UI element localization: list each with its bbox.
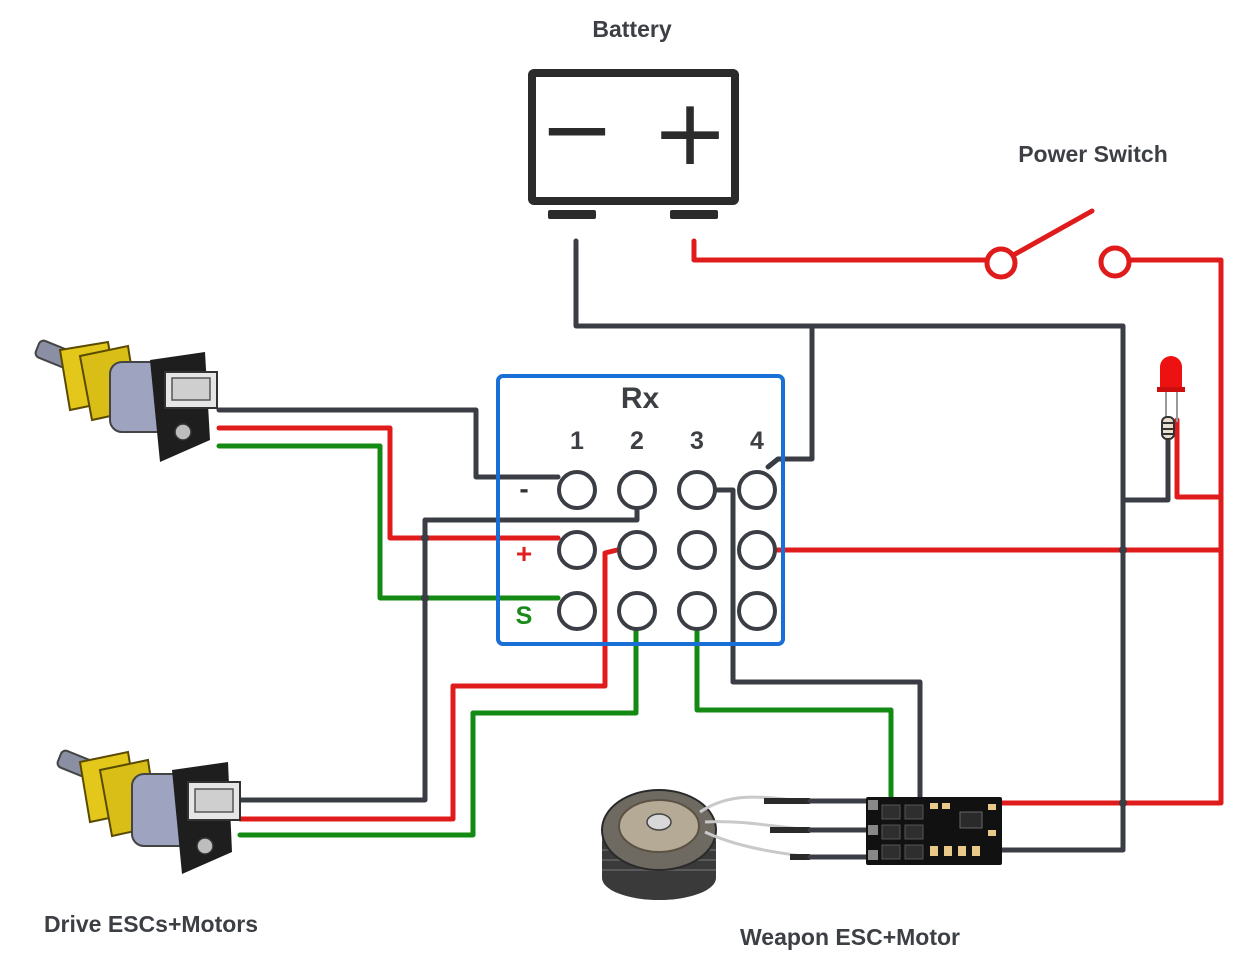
rx-pin-2-signal xyxy=(617,591,657,631)
receiver-module: Rx 1 2 3 4 - + S xyxy=(496,374,785,646)
receiver-label: Rx xyxy=(621,382,660,415)
drive-motor-top-icon xyxy=(34,339,218,462)
battery-icon: − + xyxy=(528,69,739,219)
rx-pin-3-ground xyxy=(677,470,717,510)
wire-junctions xyxy=(421,534,1127,807)
rx-pin-1-power xyxy=(557,530,597,570)
ground-wires xyxy=(216,238,1171,853)
rx-pin-1-ground xyxy=(557,470,597,510)
channel-label-2: 2 xyxy=(630,427,644,455)
rx-pin-3-signal xyxy=(677,591,717,631)
rx-pin-4-signal xyxy=(737,591,777,631)
weapon-esc-label: Weapon ESC+Motor xyxy=(740,924,960,950)
resistor-icon xyxy=(1161,416,1175,440)
channel-label-1: 1 xyxy=(570,427,584,455)
weapon-esc-board-icon xyxy=(866,797,1002,865)
led-icon xyxy=(1157,356,1185,422)
weapon-motor-wires xyxy=(807,798,871,860)
rx-pin-4-ground xyxy=(737,470,777,510)
rx-pin-2-ground xyxy=(617,470,657,510)
rx-pin-3-power xyxy=(677,530,717,570)
row-label-signal: S xyxy=(516,602,533,630)
battery-plus-symbol: + xyxy=(651,79,728,186)
channel-label-4: 4 xyxy=(750,427,764,455)
rx-pin-1-signal xyxy=(557,591,597,631)
battery-minus-symbol: − xyxy=(539,77,614,182)
weapon-motor-icon xyxy=(601,789,811,900)
row-label-ground: - xyxy=(519,473,528,504)
drive-motor-bottom-icon xyxy=(56,749,241,874)
power-wires xyxy=(216,238,1224,822)
power-switch-icon xyxy=(984,208,1132,280)
channel-label-3: 3 xyxy=(690,427,704,455)
rx-pin-4-power xyxy=(737,530,777,570)
signal-wires xyxy=(216,443,894,838)
power-switch-label: Power Switch xyxy=(1018,141,1168,167)
row-label-power: + xyxy=(516,538,532,569)
drive-esc-label: Drive ESCs+Motors xyxy=(44,911,258,937)
battery-label: Battery xyxy=(592,16,671,42)
rx-pin-2-power xyxy=(617,530,657,570)
